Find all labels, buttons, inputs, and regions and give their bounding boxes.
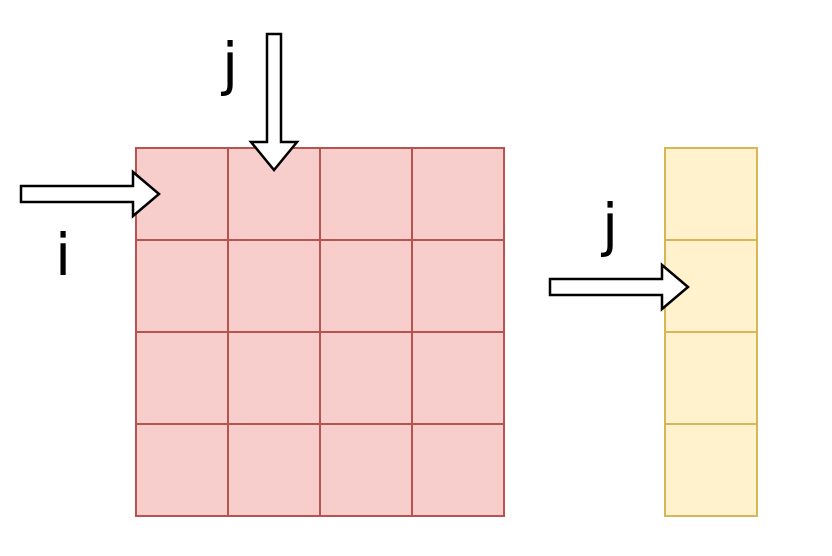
matrix-grid [135, 147, 505, 517]
matrix-cell [411, 147, 505, 241]
matrix-cell [227, 331, 321, 425]
vector-grid [664, 147, 758, 517]
vector-cell [664, 147, 758, 241]
vector-row-index-label: j [600, 191, 618, 259]
matrix-cell [135, 423, 229, 517]
matrix-cell [411, 331, 505, 425]
matrix-cell [411, 239, 505, 333]
vector-cell [664, 423, 758, 517]
column-pointer-arrow [248, 32, 300, 172]
matrix-cell [135, 331, 229, 425]
matrix-column-index-label: j [220, 30, 238, 98]
matrix-row-index-label: i [55, 221, 71, 289]
matrix-cell [319, 147, 413, 241]
matrix-cell [319, 423, 413, 517]
vector-row-pointer-arrow [548, 262, 690, 312]
matrix-cell [319, 239, 413, 333]
matrix-cell [227, 423, 321, 517]
matrix-cell [135, 239, 229, 333]
matrix-cell [411, 423, 505, 517]
matrix-cell [319, 331, 413, 425]
row-pointer-arrow [19, 169, 161, 219]
matrix-cell [227, 239, 321, 333]
vector-cell [664, 331, 758, 425]
